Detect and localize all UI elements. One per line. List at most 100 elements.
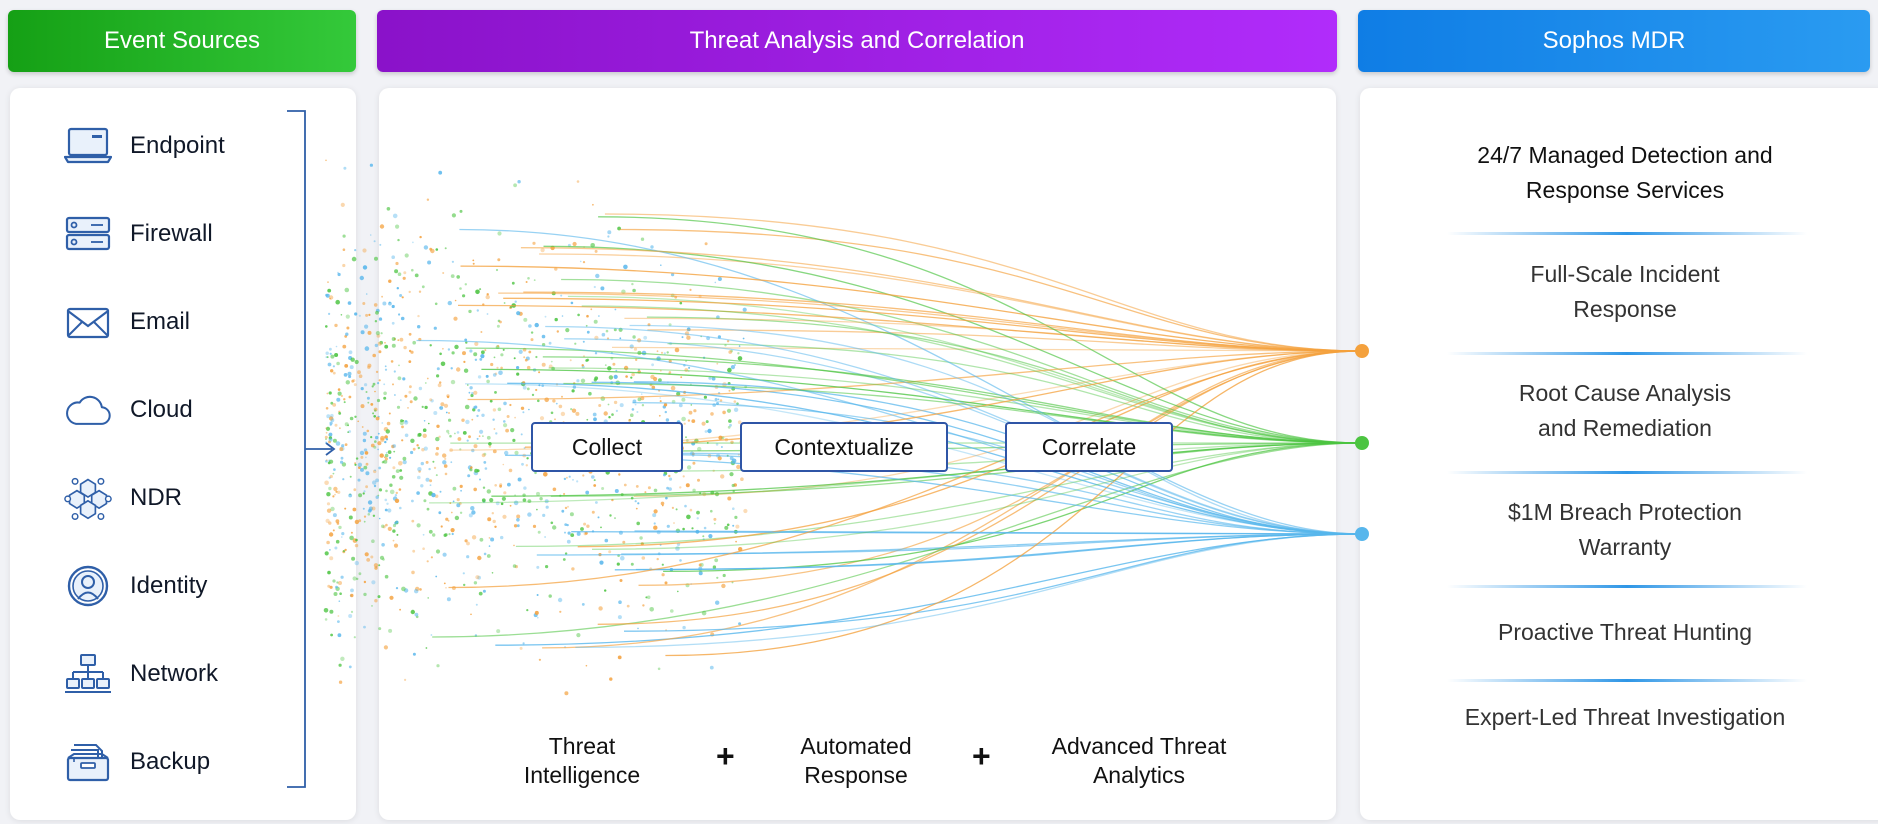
data-particle (368, 506, 373, 511)
data-particle (358, 374, 363, 379)
source-item-ndr: NDR (64, 476, 182, 520)
service-threat-hunting-label: Proactive Threat Hunting (1498, 619, 1752, 645)
data-particle (364, 383, 368, 387)
data-particle (370, 443, 375, 448)
service-breach-warranty: $1M Breach Protection Warranty (1360, 495, 1878, 565)
data-particle (368, 313, 371, 316)
data-particle (370, 403, 374, 406)
data-particle (364, 324, 369, 329)
service-threat-investigation: Expert-Led Threat Investigation (1360, 700, 1878, 735)
data-particle (370, 436, 373, 439)
data-particle (367, 509, 372, 513)
data-particle (374, 469, 376, 472)
source-label-firewall: Firewall (130, 220, 213, 247)
data-particle (374, 409, 377, 412)
data-particle (365, 462, 369, 466)
data-particle (366, 558, 371, 562)
data-particle (366, 429, 370, 433)
user-circle-icon (64, 564, 112, 608)
data-particle (371, 506, 376, 511)
pillar-advanced-threat-analytics-line2: Analytics (1092, 762, 1186, 788)
data-particle (374, 599, 378, 603)
data-particle (358, 493, 363, 498)
pillar-automated-response: Automated Response (765, 732, 947, 790)
data-particle (374, 343, 379, 348)
source-item-network: Network (64, 652, 218, 696)
pillar-threat-intelligence-line2: Intelligence (523, 762, 641, 788)
data-particle (357, 478, 361, 482)
data-particle (368, 508, 372, 512)
source-label-ndr: NDR (130, 484, 182, 511)
data-particle (360, 387, 364, 391)
service-divider (1447, 232, 1807, 235)
plus-sign-2: + (972, 738, 991, 774)
data-particle (369, 163, 373, 167)
data-particle (358, 519, 362, 523)
data-particle (364, 346, 370, 351)
data-particle (367, 500, 373, 505)
data-particle (367, 330, 372, 335)
sophos-mdr-header-label: Sophos MDR (1542, 27, 1686, 54)
stage-correlate-label: Correlate (1041, 433, 1137, 460)
service-threat-hunting: Proactive Threat Hunting (1360, 615, 1878, 650)
service-breach-warranty-line2: Warranty (1578, 534, 1672, 560)
data-particle (374, 566, 378, 570)
data-particle (374, 256, 378, 261)
data-particle (370, 555, 374, 559)
data-particle (362, 248, 367, 253)
data-particle (363, 448, 368, 452)
service-divider (1447, 352, 1807, 355)
data-particle (374, 390, 376, 393)
source-label-network: Network (130, 660, 219, 687)
data-particle (373, 303, 378, 307)
data-particle (358, 314, 361, 317)
threat-analysis-header-label: Threat Analysis and Correlation (689, 27, 1025, 54)
data-particle (371, 580, 376, 585)
data-particle (375, 435, 379, 440)
mdr-title: 24/7 Managed Detection and Response Serv… (1360, 138, 1878, 208)
archive-box-icon (64, 740, 112, 784)
mdr-title-line1: 24/7 Managed Detection and (1477, 142, 1773, 168)
data-particle (363, 490, 366, 493)
data-particle (365, 485, 368, 489)
sophos-mdr-panel (1360, 88, 1878, 820)
data-particle (359, 275, 364, 281)
data-particle (360, 404, 365, 409)
data-particle (363, 625, 366, 629)
envelope-icon (64, 300, 112, 344)
data-particle (365, 471, 370, 476)
data-particle (363, 580, 367, 584)
data-particle (372, 480, 377, 485)
source-item-firewall: Firewall (64, 212, 213, 256)
source-item-email: Email (64, 300, 190, 344)
source-item-identity: Identity (64, 564, 207, 608)
data-particle (375, 566, 378, 568)
data-particle (361, 426, 364, 428)
service-incident-response-line2: Response (1573, 296, 1677, 322)
data-particle (362, 492, 365, 495)
data-particle (360, 455, 364, 459)
service-divider (1447, 585, 1807, 588)
data-particle (374, 320, 378, 323)
data-particle (357, 420, 360, 423)
data-particle (372, 412, 375, 415)
event-sources-header: Event Sources (8, 10, 356, 72)
data-particle (373, 415, 377, 418)
data-particle (371, 604, 373, 607)
data-particle (374, 440, 377, 443)
data-particle (362, 431, 367, 436)
data-particle (372, 514, 376, 517)
data-particle (375, 370, 379, 374)
stage-correlate: Correlate (1005, 422, 1173, 472)
pillar-threat-intelligence-line1: Threat (548, 733, 616, 759)
data-particle (362, 265, 368, 270)
firewall-icon (64, 212, 112, 256)
data-particle (367, 513, 371, 516)
data-particle (372, 353, 377, 358)
data-particle (362, 302, 366, 305)
sources-bracket (287, 110, 336, 788)
stage-contextualize-label: Contextualize (774, 433, 914, 460)
pillar-threat-intelligence: Threat Intelligence (490, 732, 674, 790)
service-root-cause-analysis-line2: and Remediation (1538, 415, 1712, 441)
data-particle (365, 391, 368, 393)
